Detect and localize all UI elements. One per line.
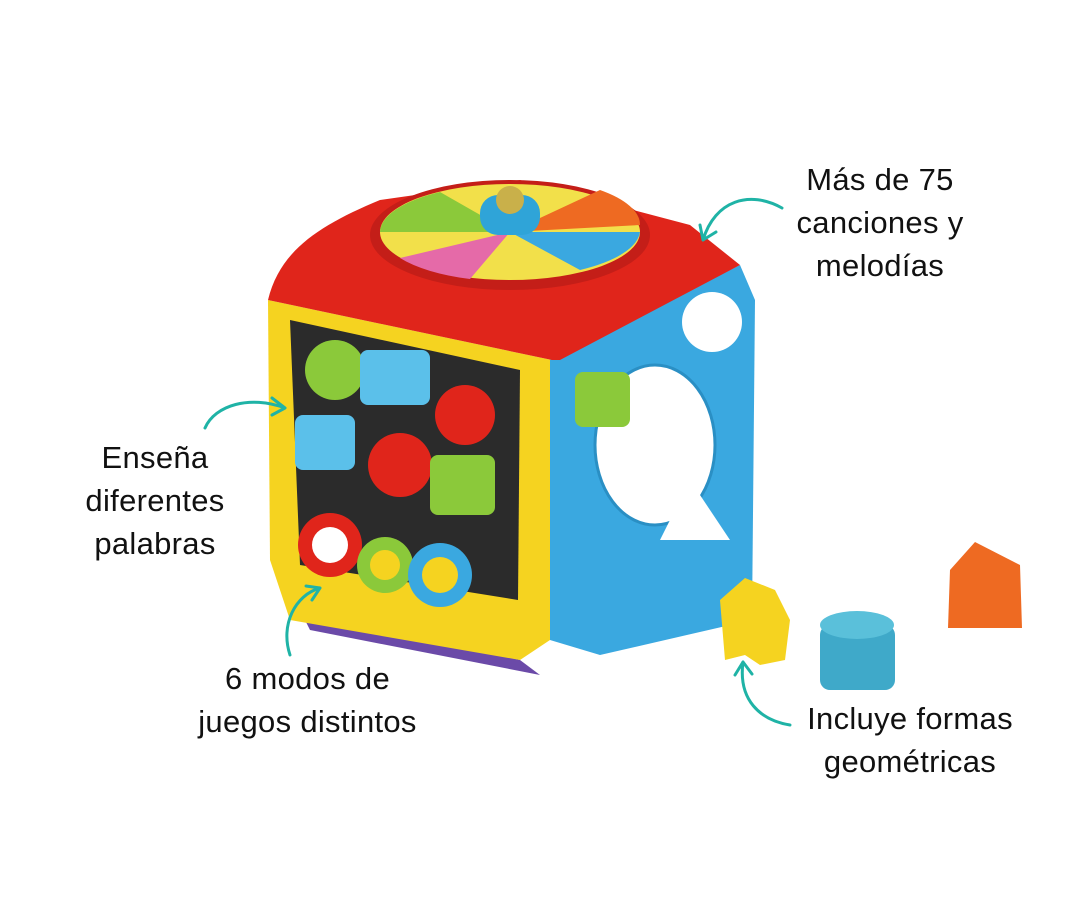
callout-shapes: Incluye formas geométricas	[785, 697, 1035, 783]
star-block	[720, 578, 790, 665]
cylinder-block	[820, 625, 895, 690]
callout-line: diferentes	[85, 483, 225, 518]
callout-line: Incluye formas	[807, 701, 1013, 736]
callout-line: Enseña	[101, 440, 209, 475]
arrow-words	[203, 396, 287, 430]
callout-line: Más de 75	[806, 162, 954, 197]
callout-line: 6 modos de	[225, 661, 390, 696]
callout-line: geométricas	[823, 744, 997, 779]
callout-line: melodías	[815, 248, 945, 283]
triangle-block	[948, 542, 1022, 628]
arrow-songs	[698, 198, 784, 242]
activity-cube	[268, 180, 755, 675]
shape-blocks	[720, 542, 1022, 690]
callout-line: palabras	[94, 526, 216, 561]
callout-songs: Más de 75 canciones y melodías	[770, 158, 990, 287]
callout-line: canciones y	[796, 205, 964, 240]
arrow-modes	[285, 584, 322, 657]
arrow-shapes	[733, 660, 792, 727]
callout-arrows	[203, 198, 792, 727]
callout-words: Enseña diferentes palabras	[50, 436, 260, 565]
callout-modes: 6 modos de juegos distintos	[165, 657, 450, 743]
callout-line: juegos distintos	[198, 704, 417, 739]
